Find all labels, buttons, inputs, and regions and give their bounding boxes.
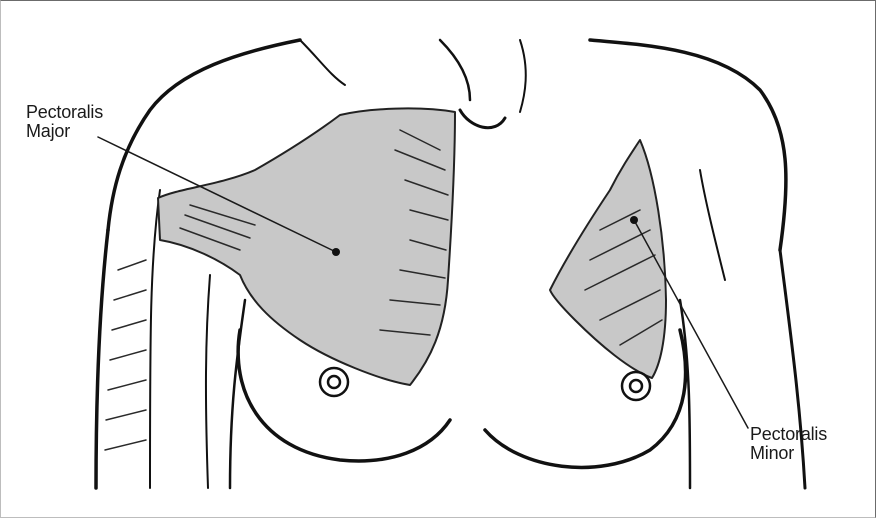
nipple-right bbox=[622, 372, 650, 400]
leader-dot-major bbox=[332, 248, 340, 256]
label-pectoralis-major-line2: Major bbox=[26, 122, 103, 141]
label-pectoralis-major: Pectoralis Major bbox=[26, 103, 103, 141]
label-pectoralis-major-line1: Pectoralis bbox=[26, 103, 103, 122]
label-pectoralis-minor-line1: Pectoralis bbox=[750, 425, 827, 444]
neck-right-side bbox=[520, 40, 526, 112]
right-arm-inner bbox=[700, 170, 725, 280]
arm-hatching bbox=[105, 260, 146, 450]
nipple-left bbox=[320, 368, 348, 396]
left-arm-inner-2 bbox=[206, 275, 210, 488]
leader-dot-minor bbox=[630, 216, 638, 224]
pectoralis-major-muscle bbox=[158, 108, 455, 385]
label-pectoralis-minor: Pectoralis Minor bbox=[750, 425, 827, 463]
neck-hollow bbox=[460, 110, 505, 128]
neck-left-line bbox=[300, 40, 345, 85]
left-arm-inner bbox=[150, 190, 160, 488]
neck-right-line bbox=[440, 40, 470, 100]
label-pectoralis-minor-line2: Minor bbox=[750, 444, 827, 463]
left-torso-side bbox=[230, 300, 245, 488]
